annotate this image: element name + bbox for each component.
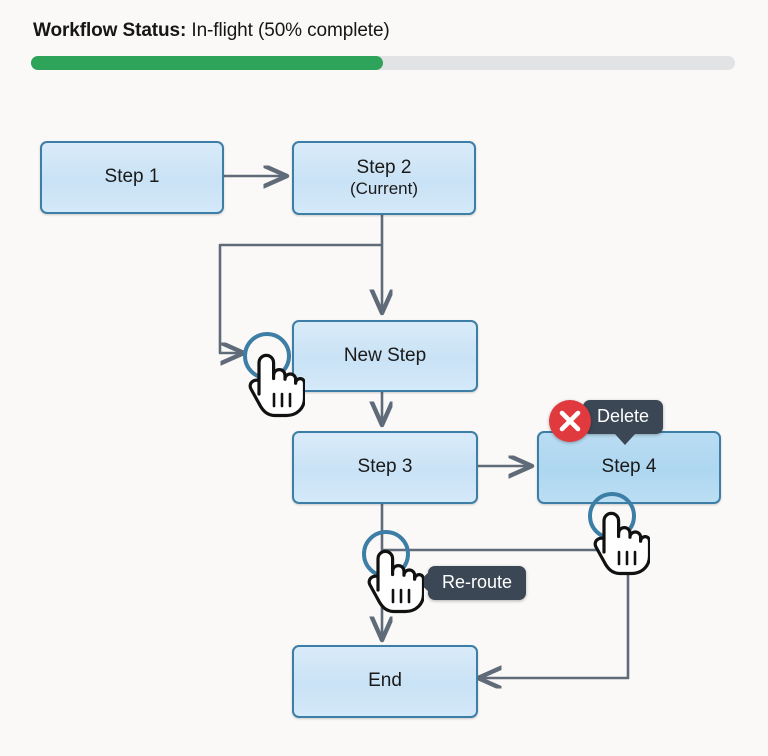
workflow-status-value: In-flight (50% complete): [186, 20, 390, 41]
workflow-status-label: Workflow Status:: [33, 20, 187, 41]
node-step2[interactable]: Step 2 (Current): [292, 141, 476, 215]
close-x-icon: [559, 410, 581, 432]
node-step3-label: Step 3: [357, 456, 413, 478]
edge-step4-end: [382, 548, 630, 678]
node-step1[interactable]: Step 1: [40, 141, 224, 214]
delete-tooltip: Delete: [583, 400, 664, 434]
delete-button[interactable]: [549, 400, 591, 442]
node-new-step[interactable]: New Step: [292, 320, 478, 392]
pointer-hand-cursor-new-step: [248, 353, 305, 418]
workflow-status-text: Workflow Status: In-flight (50% complete…: [33, 20, 390, 42]
edge-step2-newstep-left: [218, 243, 382, 353]
reroute-tooltip-label: Re-route: [442, 572, 513, 592]
progress-bar-track: [31, 56, 735, 70]
node-step1-label: Step 1: [104, 166, 160, 188]
progress-bar-fill: [31, 56, 383, 70]
node-new-step-label: New Step: [343, 344, 427, 366]
delete-tooltip-pointer: [615, 434, 635, 445]
node-step4-label: Step 4: [601, 456, 657, 478]
node-end-label: End: [368, 670, 402, 692]
node-step2-sublabel: (Current): [349, 179, 418, 199]
node-end[interactable]: End: [292, 645, 478, 718]
node-step3[interactable]: Step 3: [292, 431, 478, 504]
pointer-hand-cursor-step3: [367, 549, 424, 614]
node-step2-label: Step 2: [356, 156, 412, 178]
pointer-hand-cursor-step4: [593, 511, 650, 576]
reroute-tooltip: Re-route: [428, 566, 527, 600]
delete-tooltip-label: Delete: [597, 406, 650, 426]
